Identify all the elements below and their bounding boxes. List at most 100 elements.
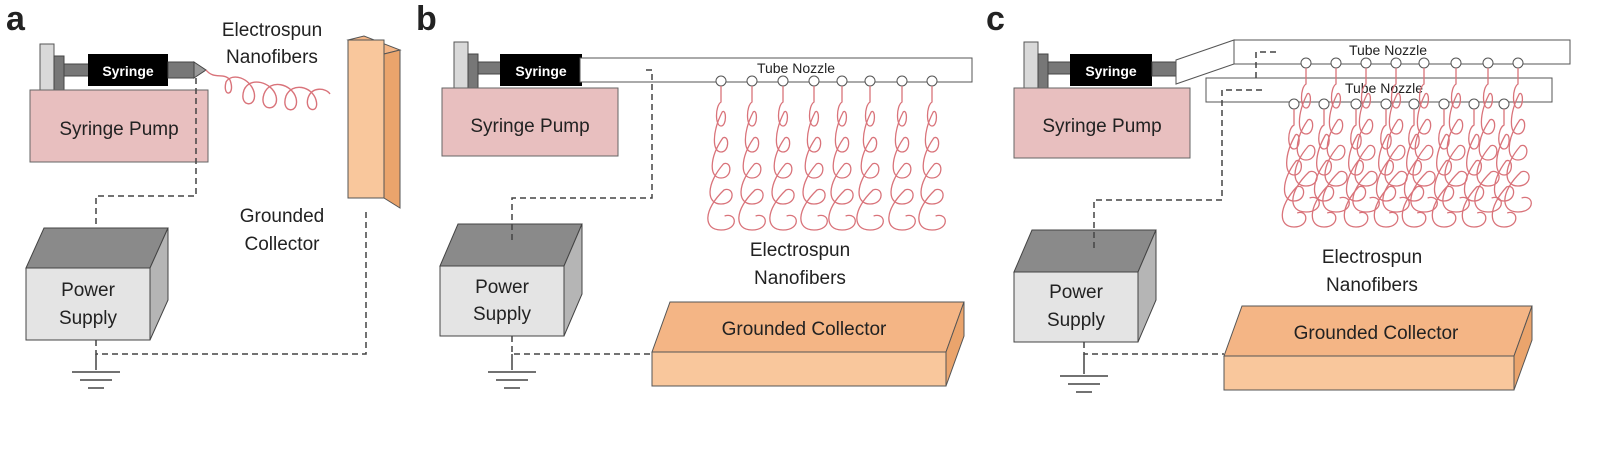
- panel-c-letter: c: [986, 0, 1005, 38]
- panel-b-nozzle-hole: [864, 75, 876, 87]
- panel-a-plunger-flange: [39, 43, 55, 91]
- panel-c-wire-top-nozzle: [1255, 51, 1276, 82]
- panel-a-letter: a: [6, 0, 26, 38]
- panel-a-collector-side: [383, 49, 401, 209]
- panel-b-power-supply: [439, 265, 565, 337]
- panel-b-nozzle-hole: [777, 75, 789, 87]
- panel-b-wire-collector: [511, 336, 652, 355]
- panel-a-power-label-2: Supply: [59, 308, 118, 329]
- panel-c-nanofibers: [1281, 68, 1532, 228]
- panel-b-fibers-label-1: Electrospun: [750, 240, 850, 261]
- panel-b-power-label-2: Supply: [473, 304, 532, 325]
- nanofiber-spiral: [769, 86, 797, 231]
- nanofiber-spiral: [1442, 68, 1470, 213]
- nanofiber-spiral: [1373, 109, 1399, 228]
- panel-c: c Syringe Tube Nozzle Tube Nozzle Syring…: [986, 0, 1571, 393]
- panel-b-nanofibers: [707, 86, 946, 231]
- panel-c-plunger: [1037, 53, 1049, 89]
- panel-c-nozzle-hole: [1390, 57, 1402, 69]
- panel-c-wire-nozzle: [1093, 89, 1262, 248]
- panel-c-fibers-label-1: Electrospun: [1322, 247, 1422, 268]
- panel-c-power-label-1: Power: [1049, 282, 1104, 303]
- panel-a-nanofiber-spiral: [205, 69, 331, 111]
- nanofiber-spiral: [1343, 109, 1369, 228]
- panel-a-power-supply: [25, 267, 151, 341]
- panel-a-power-label-1: Power: [61, 280, 116, 301]
- panel-b-nozzle-hole: [926, 75, 938, 87]
- panel-c-fibers-label-2: Nanofibers: [1326, 275, 1418, 296]
- nanofiber-spiral: [1401, 109, 1427, 228]
- panel-b-plunger-rod: [477, 61, 503, 75]
- panel-c-nozzles-bottom: [1288, 98, 1510, 110]
- panel-c-nozzle-hole: [1468, 98, 1480, 110]
- panel-a-syringe-tip: [167, 61, 195, 79]
- panel-b-nozzles: [715, 75, 938, 87]
- panel-b-power-label-1: Power: [475, 277, 530, 298]
- panel-c-tube-nozzle-bottom: [1205, 77, 1553, 103]
- panel-b-nozzle-hole: [808, 75, 820, 87]
- nanofiber-spiral: [1322, 68, 1350, 213]
- panel-c-power-supply: [1013, 271, 1139, 343]
- panel-c-syringe-label: Syringe: [1085, 63, 1137, 79]
- panel-c-power-top: [1013, 229, 1157, 273]
- panel-b-fibers-label-2: Nanofibers: [754, 268, 846, 289]
- panel-c-wire-collector: [1083, 342, 1224, 355]
- nanofiber-spiral: [1491, 109, 1517, 228]
- panel-b-letter: b: [416, 0, 437, 38]
- panel-c-collector-label: Grounded Collector: [1294, 323, 1459, 344]
- panel-b-syringe-body: [500, 54, 582, 86]
- nanofiber-spiral: [918, 86, 946, 231]
- panel-c-nozzle-label-bottom: Tube Nozzle: [1345, 80, 1423, 96]
- panel-c-nozzle-hole: [1318, 98, 1330, 110]
- panel-c-plunger-rod: [1047, 61, 1073, 75]
- panel-b-nozzle-hole: [836, 75, 848, 87]
- nanofiber-spiral: [738, 86, 766, 231]
- nanofiber-spiral: [1461, 109, 1487, 228]
- panel-b-syringe-pump: [441, 87, 619, 157]
- panel-c-nozzle-hole: [1482, 57, 1494, 69]
- panel-a-pump-label: Syringe Pump: [59, 119, 178, 140]
- panel-c-syringe-tip: [1151, 61, 1177, 77]
- panel-b-syringe-label: Syringe: [515, 63, 567, 79]
- panel-c-nozzle-hole: [1438, 98, 1450, 110]
- panel-a-fibers-label-1: Electrospun: [222, 20, 322, 41]
- panel-a-syringe-body: [88, 54, 168, 86]
- nanofiber-spiral: [1474, 68, 1502, 213]
- panel-c-nozzle-hole: [1450, 57, 1462, 69]
- panel-c-nozzle-hole: [1300, 57, 1312, 69]
- nanofiber-spiral: [856, 86, 884, 231]
- panel-c-plunger-flange: [1023, 41, 1039, 89]
- panel-c-nozzle-hole: [1498, 98, 1510, 110]
- nanofiber-spiral: [1504, 68, 1532, 213]
- panel-c-syringe-body: [1070, 54, 1152, 86]
- panel-b-nozzle-hole: [746, 75, 758, 87]
- panel-c-nozzle-hole: [1288, 98, 1300, 110]
- panel-a-grounded-collector: [347, 39, 385, 199]
- nanofiber-spiral: [707, 86, 735, 231]
- panel-c-nozzle-hole: [1330, 57, 1342, 69]
- panel-b-collector-label: Grounded Collector: [722, 319, 887, 340]
- panel-c-syringe-pump: [1013, 87, 1191, 159]
- nanofiber-spiral: [1311, 109, 1337, 228]
- nanofiber-spiral: [1292, 68, 1320, 213]
- panel-c-nozzle-hole: [1350, 98, 1362, 110]
- nanofiber-spiral: [1281, 109, 1307, 228]
- panel-b-plunger: [467, 53, 479, 89]
- panel-c-grounded-collector: [1223, 355, 1515, 391]
- panel-a: a Syringe Syringe Pump Electrospun Nanof…: [6, 0, 402, 389]
- panel-a-syringe-pump: [29, 89, 209, 163]
- panel-c-nozzle-hole: [1360, 57, 1372, 69]
- panel-b-plunger-flange: [453, 41, 469, 89]
- panel-a-needle: [193, 61, 207, 79]
- panel-b-grounded-collector: [651, 351, 947, 387]
- panel-c-nozzle-connector: [1175, 39, 1235, 85]
- panel-a-plunger-rod: [63, 63, 91, 77]
- panel-a-collector-label-1: Grounded: [240, 206, 325, 227]
- nanofiber-spiral: [828, 86, 856, 231]
- nanofiber-spiral: [888, 86, 916, 231]
- panel-b-nozzle-hole: [896, 75, 908, 87]
- panel-b-tube-nozzle: [579, 57, 973, 83]
- panel-b-pump-label: Syringe Pump: [470, 116, 589, 137]
- panel-c-nozzle-hole: [1408, 98, 1420, 110]
- panel-a-fibers-label-2: Nanofibers: [226, 47, 318, 68]
